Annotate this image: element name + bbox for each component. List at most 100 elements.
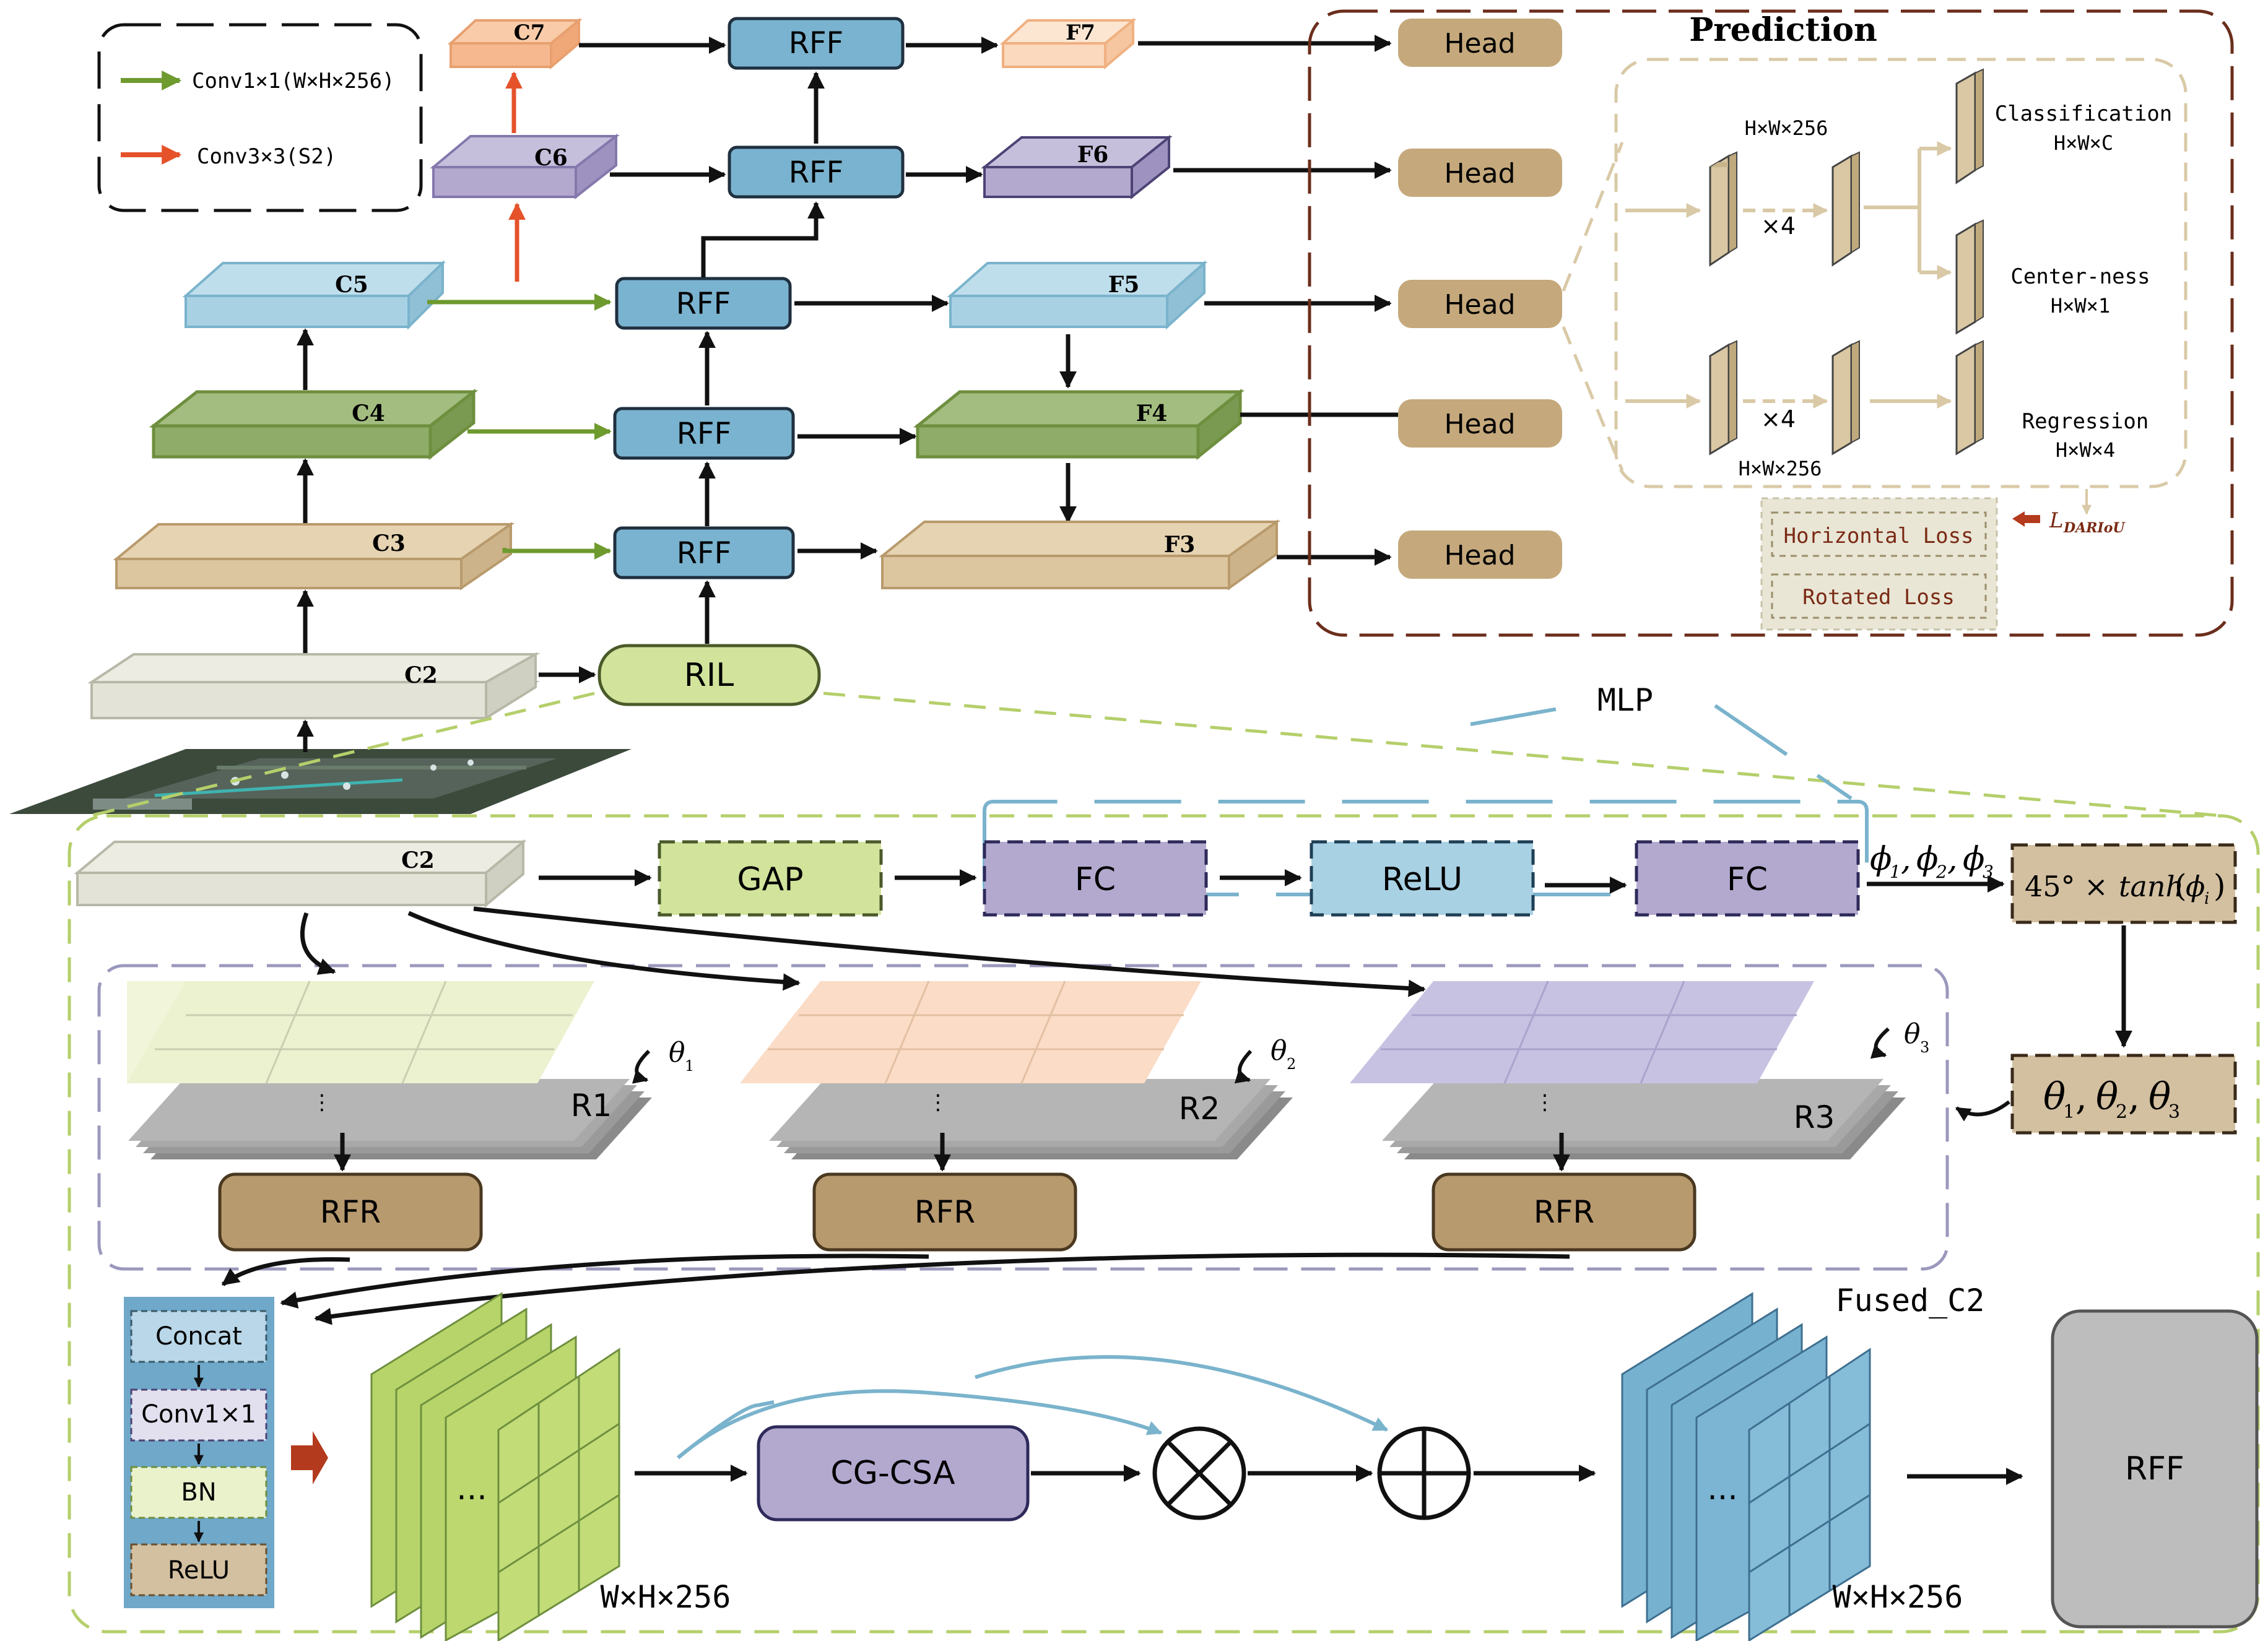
c5-feature-map: C5 [182,260,446,330]
rff-label: RFF [677,417,732,451]
conv1x1-label: Conv1×1 [141,1400,256,1429]
relu-stack-box [130,1543,267,1596]
tanh-fn: tanh [2119,870,2184,903]
loss-arrow-icon [2012,511,2040,527]
theta-1: θ [2043,1075,2066,1119]
conv-layer-bottom-right [1831,340,1860,456]
phi-1: ϕ [1870,841,1892,878]
head-box [1398,530,1562,579]
ril-c2-label: C2 [401,847,435,873]
horizontal-loss-label: Horizontal Loss [1783,524,1973,548]
c6-label: C6 [534,145,568,171]
conv-layer-top-right [1831,151,1860,267]
bn-label: BN [181,1478,216,1507]
gap-label: GAP [737,861,803,898]
rotated-feature-r3: ⋮ R3 θ 3 [1350,981,1929,1159]
regression-label: Regression [2022,409,2149,434]
prediction-panel: Prediction H×W×256 ×4 Classif [1308,9,2234,637]
regression-dim: H×W×4 [2056,438,2115,462]
legend-conv3x3: Conv3×3(S2) [197,144,336,169]
rfr-box-1 [218,1172,483,1252]
repeat-bottom-label: ×4 [1761,405,1796,433]
rfr-label: RFR [1534,1194,1594,1230]
rfr-label: RFR [320,1194,381,1230]
dim-bottom-label: H×W×256 [1739,457,1822,480]
centerness-layer [1955,219,1984,335]
f5-label: F5 [1108,272,1140,298]
f7-label: F7 [1066,20,1095,45]
fc2-label: FC [1727,861,1768,898]
f4-feature-map: F4 [913,388,1245,461]
repeat-top-label: ×4 [1761,212,1796,240]
fc1-box [983,840,1208,917]
rfr-box-2 [812,1172,1077,1252]
head-label: Head [1444,540,1515,571]
fusion-stack: Concat Conv1×1 BN ReLU [124,1297,274,1608]
r1-label: R1 [571,1088,612,1124]
conv1x1-box [130,1388,267,1442]
rfr-box-3 [1432,1172,1697,1252]
loss-symbol: L [2049,508,2064,533]
ril-detail-panel: MLP C2 GAP FC ReLU FC ϕ 1 , ϕ 2 , ϕ [67,682,2260,1641]
rff-label: RFF [789,26,844,61]
loss-subscript: DARIoU [2063,520,2126,536]
bn-box [130,1466,267,1519]
ril-block: RIL [597,644,821,706]
prediction-title: Prediction [1689,11,1877,49]
ellipsis-vertical: ⋮ [1534,1090,1555,1115]
rff-output-label: RFF [2125,1450,2184,1487]
legend: Conv1×1(W×H×256) Conv3×3(S2) [97,23,423,212]
centerness-label: Center-ness [2010,264,2150,289]
dim-top-label: H×W×256 [1745,116,1828,140]
fused-feature-stack: ... [1621,1292,1871,1641]
head-box [1398,280,1562,328]
f3-label: F3 [1164,532,1196,558]
dim-right-label: W×H×256 [1833,1579,1963,1615]
rff-block-p7: RFF [728,17,905,70]
gap-box [658,840,883,917]
ellipsis: ... [456,1470,487,1507]
rff-output-box [2051,1309,2259,1629]
tanh-box [2010,843,2237,924]
concat-box [130,1310,267,1363]
head-box [1398,399,1562,448]
forward-arrow-icon [291,1431,328,1484]
c2-label: C2 [404,662,438,688]
head-box [1398,19,1562,67]
r2-label: R2 [1179,1091,1220,1127]
rotate-icon [632,1049,651,1084]
c7-feature-map: C7 [447,17,583,70]
c7-label: C7 [514,20,545,45]
neck-arrows [539,37,1077,683]
relu-stack-label: ReLU [168,1556,230,1585]
relu-label: ReLU [1382,861,1462,898]
head-box [1398,149,1562,197]
f6-feature-map: F6 [981,134,1173,200]
conv1x1-arrows [427,293,612,560]
rotate-icon [1234,1049,1253,1084]
ellipsis-vertical: ⋮ [311,1090,332,1115]
legend-conv1x1: Conv1×1(W×H×256) [192,69,395,93]
c2-feature-map: C2 [87,652,541,721]
fc1-label: FC [1075,861,1116,898]
cgcsa-box [757,1425,1030,1522]
rotate-icon [1870,1027,1890,1059]
rff-block-p3: RFF [613,526,795,579]
theta-2-label-sub: 2 [1287,1055,1296,1073]
comma: , [1901,841,1911,878]
conv-layer-bottom-left [1709,340,1737,456]
classification-dim: H×W×C [2054,131,2113,155]
classification-label: Classification [1995,102,2173,126]
head-label: Head [1444,158,1515,189]
rff-label: RFF [677,536,732,571]
phi-3-sub: 3 [1983,862,1994,882]
regression-layer [1955,340,1984,456]
theta-2-label: θ [1271,1035,1287,1067]
c4-feature-map: C4 [149,388,479,461]
theta-3-label: θ [1904,1018,1921,1050]
rotated-loss-label: Rotated Loss [1802,585,1955,610]
head-label: Head [1444,28,1515,59]
rff-block-p6: RFF [728,145,905,199]
rfr-label: RFR [915,1194,975,1230]
